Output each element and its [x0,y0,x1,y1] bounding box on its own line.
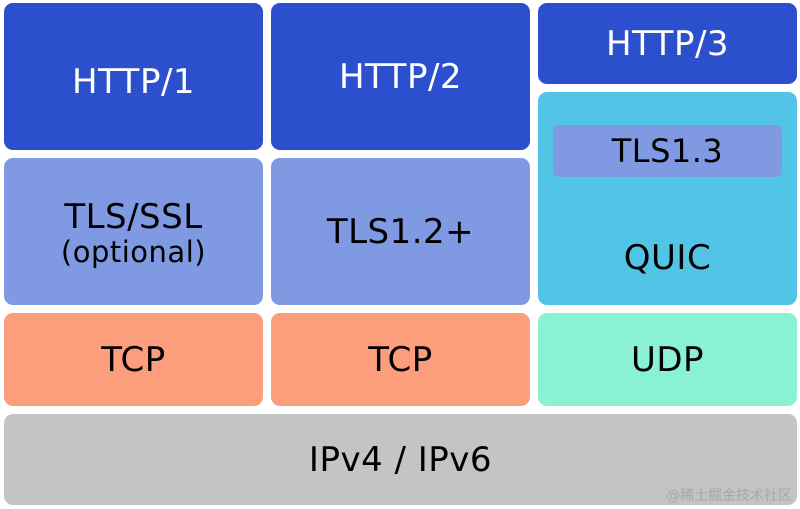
watermark: @稀土掘金技术社区 [666,488,792,504]
tls-ssl-label: TLS/SSL [64,196,203,237]
ip-block: IPv4 / IPv6 [4,414,797,505]
tls-ssl-optional-label: (optional) [60,234,207,269]
tcp-label-1: TCP [101,339,166,380]
http1-label: HTTP/1 [71,61,196,102]
tls12-label: TLS1.2+ [326,211,475,252]
ip-label: IPv4 / IPv6 [308,439,493,480]
http2-block: HTTP/2 [271,3,530,150]
http3-label: HTTP/3 [605,23,730,64]
tcp-label-2: TCP [368,339,433,380]
udp-block: UDP [538,313,797,406]
http3-block: HTTP/3 [538,3,797,84]
tls13-block: TLS1.3 [553,125,782,177]
tcp-block-1: TCP [4,313,263,406]
udp-label: UDP [630,339,705,380]
tcp-block-2: TCP [271,313,530,406]
quic-label: QUIC [623,238,712,278]
quic-block: TLS1.3 QUIC [538,92,797,305]
http1-block: HTTP/1 [4,3,263,150]
tls12-block: TLS1.2+ [271,158,530,305]
tls-ssl-block: TLS/SSL (optional) [4,158,263,305]
http2-label: HTTP/2 [338,56,463,97]
tls13-label: TLS1.3 [611,132,724,170]
